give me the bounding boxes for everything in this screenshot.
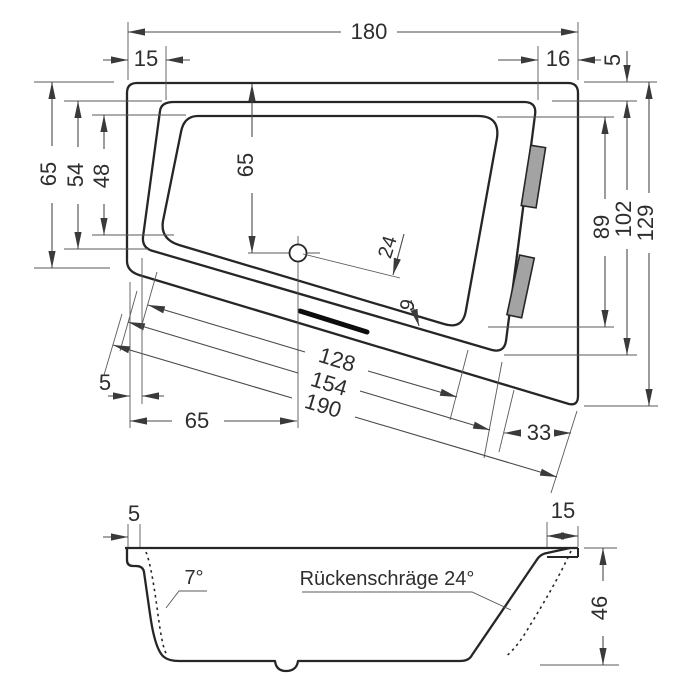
dim-section-height: 46 (587, 596, 612, 620)
dim-corner-offset: 5 (99, 370, 111, 395)
dim-foot-width: 33 (527, 420, 551, 445)
drain-symbol (248, 236, 320, 428)
dim-right-rim: 16 (546, 46, 570, 71)
headrest-handle-top (520, 144, 547, 209)
dim-right-outer-length: 129 (633, 205, 658, 242)
dim-left-outer-height: 65 (36, 162, 61, 186)
dim-section-lip-right: 15 (551, 498, 575, 523)
dim-right-basin-length: 89 (589, 215, 614, 239)
dim-right-shell-length: 102 (611, 201, 636, 238)
section-body-outline (125, 546, 571, 673)
tub-shell-outline (141, 100, 537, 352)
front-angle-leader (165, 590, 207, 609)
dim-right-rim-depth: 5 (600, 54, 625, 66)
dim-left-shell-height: 54 (63, 163, 88, 187)
dim-section-lip-left: 5 (128, 501, 140, 526)
section-dashed-back-slope (504, 550, 572, 658)
dim-drain-from-left: 65 (185, 408, 209, 433)
tub-basin-outline (161, 114, 499, 327)
dim-total-width: 180 (351, 19, 388, 44)
tub-outer-outline (125, 81, 580, 406)
dim-left-basin-height: 48 (89, 164, 114, 188)
overflow-bar (297, 308, 370, 335)
label-front-angle: 7° (184, 567, 203, 589)
dim-left-rim: 15 (134, 46, 158, 71)
headrest-handle-bottom (505, 254, 536, 319)
section-view: 7° Rückenschräge 24° 5 15 46 (103, 498, 619, 673)
label-back-slope: Rückenschräge 24° (300, 568, 475, 590)
dim-drain-from-top: 65 (233, 153, 258, 177)
back-slope-leader (302, 591, 512, 611)
plan-view: 180 15 16 5 65 54 48 65 24 9 (34, 19, 658, 494)
